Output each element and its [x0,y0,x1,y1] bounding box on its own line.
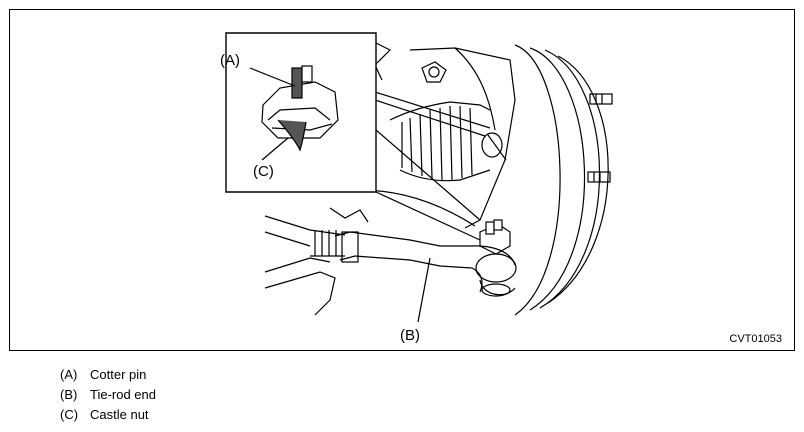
figure-frame: (A) (C) (B) CVT01053 [9,9,795,351]
legend-item: (A) Cotter pin [60,365,156,385]
legend-item: (B) Tie-rod end [60,385,156,405]
tie-rod-illustration [225,32,613,323]
tie-rod-end-drawing [264,207,517,297]
legend-key: (B) [60,387,78,402]
inset-detail-box [225,32,481,241]
legend: (A) Cotter pin (B) Tie-rod end (C) Castle n… [60,365,156,425]
drive-shaft-boot-drawing [374,91,507,182]
legend-item: (C) Castle nut [60,405,156,425]
callout-b: (B) [400,327,420,344]
callout-c: (C) [253,163,274,180]
legend-key: (C) [60,407,79,422]
lower-arm-drawing [264,189,476,316]
legend-label: Cotter pin [90,367,147,382]
brake-rotor-drawing [514,44,613,316]
legend-label: Tie-rod end [90,387,156,402]
callout-a: (A) [220,52,240,69]
figure-code: CVT01053 [729,333,782,345]
leader-lines [249,67,431,323]
legend-label: Castle nut [90,407,149,422]
legend-key: (A) [60,367,78,382]
